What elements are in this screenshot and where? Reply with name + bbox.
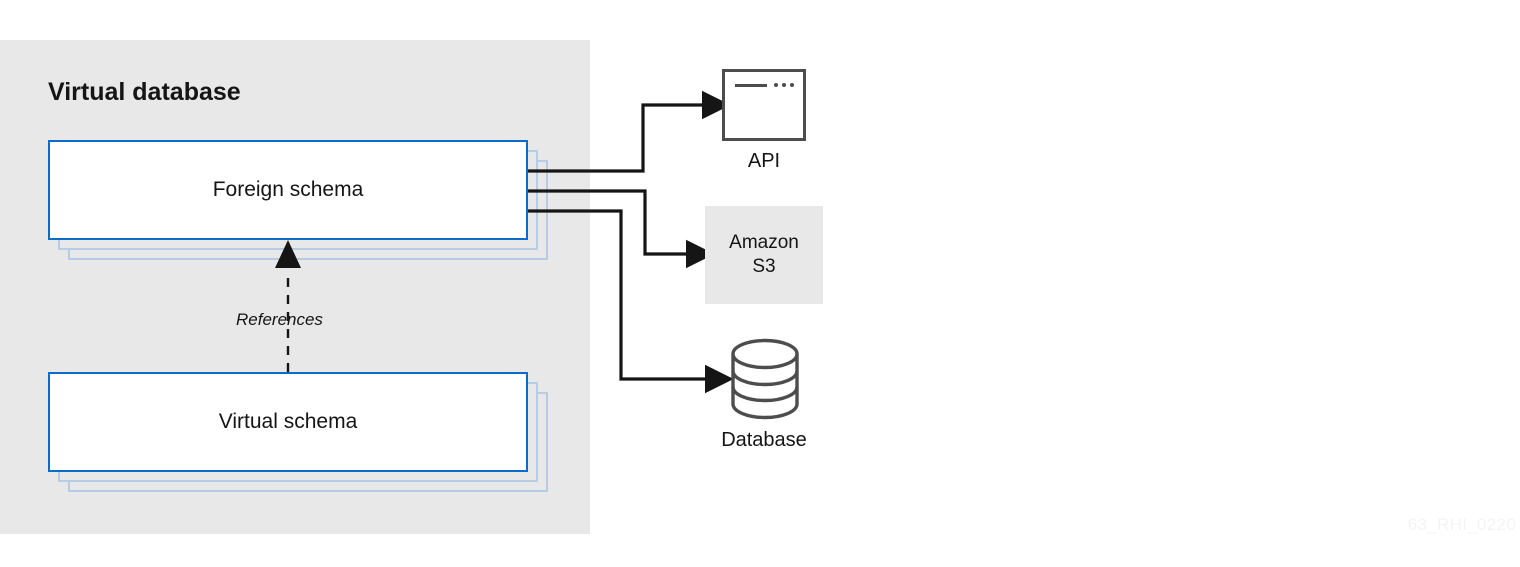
foreign-schema-box[interactable]: Foreign schema xyxy=(48,140,528,240)
foreign-schema-label: Foreign schema xyxy=(212,178,364,201)
amazon-s3-box[interactable]: Amazon S3 xyxy=(705,206,823,304)
amazon-s3-label-line2: S3 xyxy=(752,256,776,277)
amazon-s3-label-line1: Amazon xyxy=(729,231,799,253)
database-caption: Database xyxy=(721,429,807,451)
foreign-schema-stack: Foreign schema xyxy=(48,140,548,260)
amazon-s3-label: Amazon S3 xyxy=(729,231,799,280)
watermark: 63_RHI_0220 xyxy=(1407,515,1516,534)
virtual-schema-box[interactable]: Virtual schema xyxy=(48,372,528,472)
database-cylinder-icon[interactable] xyxy=(725,338,805,420)
virtual-schema-stack: Virtual schema xyxy=(48,372,548,492)
virtual-schema-label: Virtual schema xyxy=(218,410,358,433)
window-menu-dots-icon xyxy=(774,83,794,87)
references-label: References xyxy=(236,310,323,329)
window-titlebar-line-icon xyxy=(735,84,767,87)
panel-title: Virtual database xyxy=(48,78,241,106)
api-caption: API xyxy=(747,150,781,172)
api-window-icon[interactable] xyxy=(722,69,806,141)
